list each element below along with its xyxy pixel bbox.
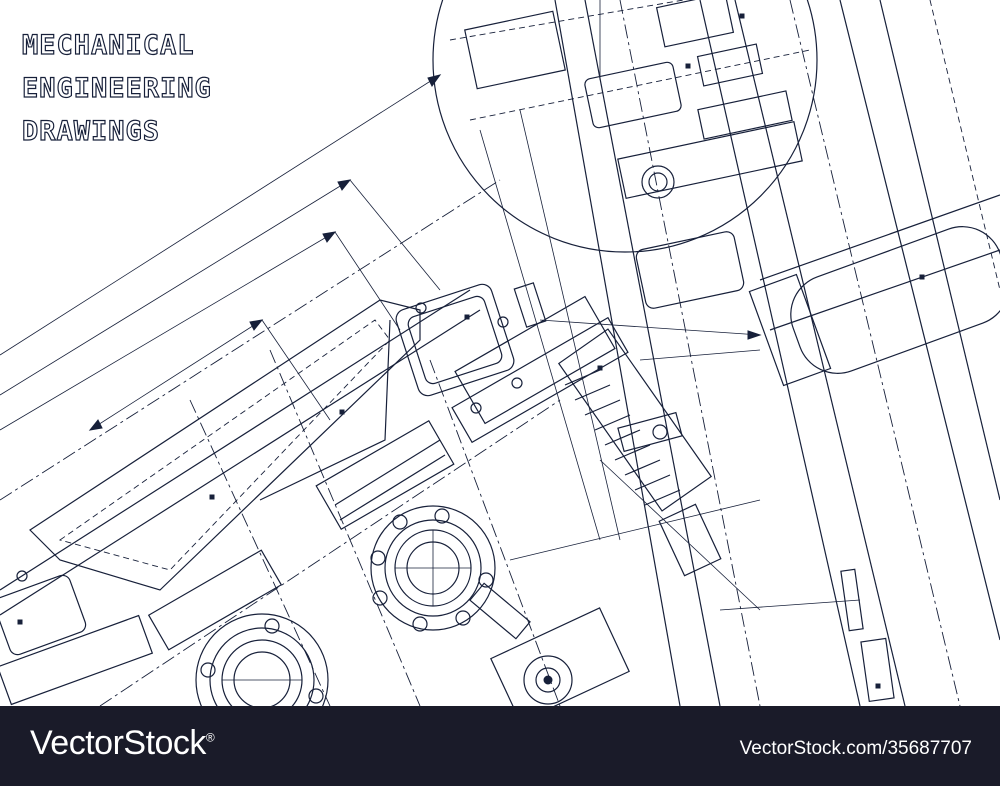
gearbox <box>469 582 630 706</box>
stock-id: VectorStock.com/35687707 <box>739 738 972 759</box>
brand-logo[interactable]: VectorStock® <box>30 724 215 763</box>
square-block <box>395 282 629 444</box>
brand-name: VectorStock <box>30 724 206 762</box>
left-box <box>0 570 154 706</box>
title-block: MECHANICAL ENGINEERING DRAWINGS <box>21 24 212 153</box>
right-cylinder <box>539 194 1000 387</box>
main-beam <box>0 179 481 616</box>
title-line-2: ENGINEERING <box>21 72 212 104</box>
frame-lines <box>554 0 1000 706</box>
registered-mark: ® <box>205 730 215 745</box>
blueprint-svg <box>0 0 1000 706</box>
title-line-1: MECHANICAL <box>21 29 195 61</box>
flange-upper <box>315 420 496 632</box>
spring-assembly <box>557 328 895 703</box>
watermark-footer: VectorStock® VectorStock.com/35687707 <box>0 706 1000 786</box>
detail-circle <box>0 0 818 356</box>
title-line-3: DRAWINGS <box>21 115 161 147</box>
mechanical-drawing <box>0 0 1000 706</box>
detail-parts <box>449 0 811 199</box>
flange-lower <box>147 549 329 706</box>
center-lines <box>0 109 761 706</box>
